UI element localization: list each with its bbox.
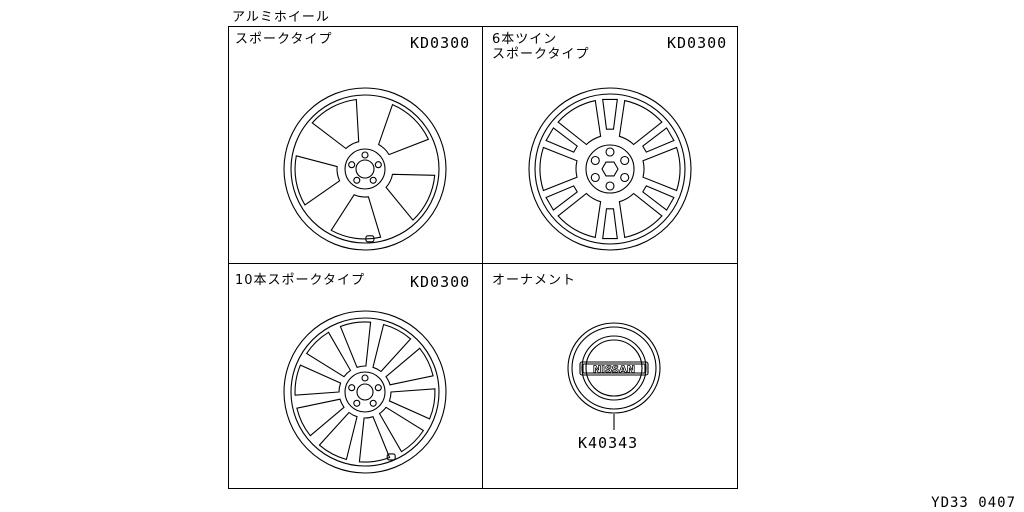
rim-outer <box>283 310 447 474</box>
lug-nut <box>590 155 600 166</box>
panel-2-label: 6本ツイン スポークタイプ <box>492 32 590 62</box>
spoke-window <box>372 323 412 373</box>
hub <box>344 371 386 413</box>
center-cap <box>355 159 375 179</box>
lug-nut <box>374 384 382 392</box>
valve-stem <box>365 235 375 243</box>
spoke-window <box>385 173 436 221</box>
panel-2-part-number: KD0300 <box>667 34 728 52</box>
twin-spoke-slot <box>642 185 675 211</box>
panel-1-part-number: KD0300 <box>410 34 471 52</box>
nissan-logo: NISSAN <box>593 365 635 376</box>
center-cap <box>601 161 619 177</box>
spoke-window <box>557 192 602 239</box>
diagram-frame <box>228 26 738 489</box>
lug-nut <box>620 155 630 166</box>
six-twin-spoke-wheel-drawing <box>528 87 692 251</box>
spoke-window <box>311 98 360 150</box>
lug-nut <box>590 172 600 183</box>
lug-nut <box>620 172 630 183</box>
lug-nut <box>348 161 356 169</box>
rim-inner <box>290 317 440 467</box>
spoke-window <box>388 388 436 420</box>
drawing-code: YD33 0407 <box>931 495 1016 511</box>
spoke-window <box>339 321 372 368</box>
ten-spoke-wheel-drawing <box>283 310 447 474</box>
lug-nut <box>605 147 615 157</box>
lug-nut <box>353 176 361 184</box>
spoke-window <box>618 99 663 146</box>
spoke-window <box>642 146 681 192</box>
five-spoke-wheel-drawing <box>283 87 447 251</box>
twin-spoke-slot <box>602 208 618 240</box>
frame-divider-vertical <box>482 26 483 489</box>
spoke-window <box>294 364 342 396</box>
panel-3-part-number: KD0300 <box>410 273 471 291</box>
spoke-window <box>358 416 391 463</box>
lug-nut <box>361 151 369 159</box>
spoke-window <box>385 347 434 386</box>
spoke-window <box>330 194 382 240</box>
lug-nut <box>369 399 377 407</box>
panel-4-label: オーナメント <box>492 273 577 288</box>
hub <box>585 144 635 194</box>
lug-nut <box>348 384 356 392</box>
rim-outer <box>528 87 692 251</box>
rim-outer <box>283 87 447 251</box>
frame-divider-horizontal <box>228 263 738 264</box>
diagram-title: アルミホイール <box>232 10 330 25</box>
center-cap <box>356 383 374 401</box>
twin-spoke-slot <box>602 98 618 130</box>
panel-4-part-number: K40343 <box>578 434 639 452</box>
spoke-window <box>318 411 358 461</box>
spoke-window <box>305 331 352 378</box>
panel-1-label: スポークタイプ <box>235 32 333 47</box>
spoke-window <box>294 155 341 206</box>
hub <box>344 148 386 190</box>
twin-spoke-slot <box>642 127 675 153</box>
spoke-window <box>557 99 602 146</box>
spoke-window <box>618 192 663 239</box>
lug-nut <box>374 161 382 169</box>
valve-stem <box>386 453 396 461</box>
lug-nut <box>605 181 615 191</box>
rim-inner <box>534 93 686 245</box>
twin-spoke-slot <box>545 185 578 211</box>
lug-nut <box>361 374 369 382</box>
twin-spoke-slot <box>545 127 578 153</box>
spoke-window <box>539 146 578 192</box>
rim-inner <box>290 94 440 244</box>
spoke-window <box>378 406 425 453</box>
panel-3-label: 10本スポークタイプ <box>235 273 366 288</box>
spoke-window <box>296 398 345 437</box>
lug-nut <box>369 176 377 184</box>
lug-nut <box>353 399 361 407</box>
spoke-window <box>377 103 430 156</box>
ornament-drawing: NISSAN <box>567 322 661 430</box>
